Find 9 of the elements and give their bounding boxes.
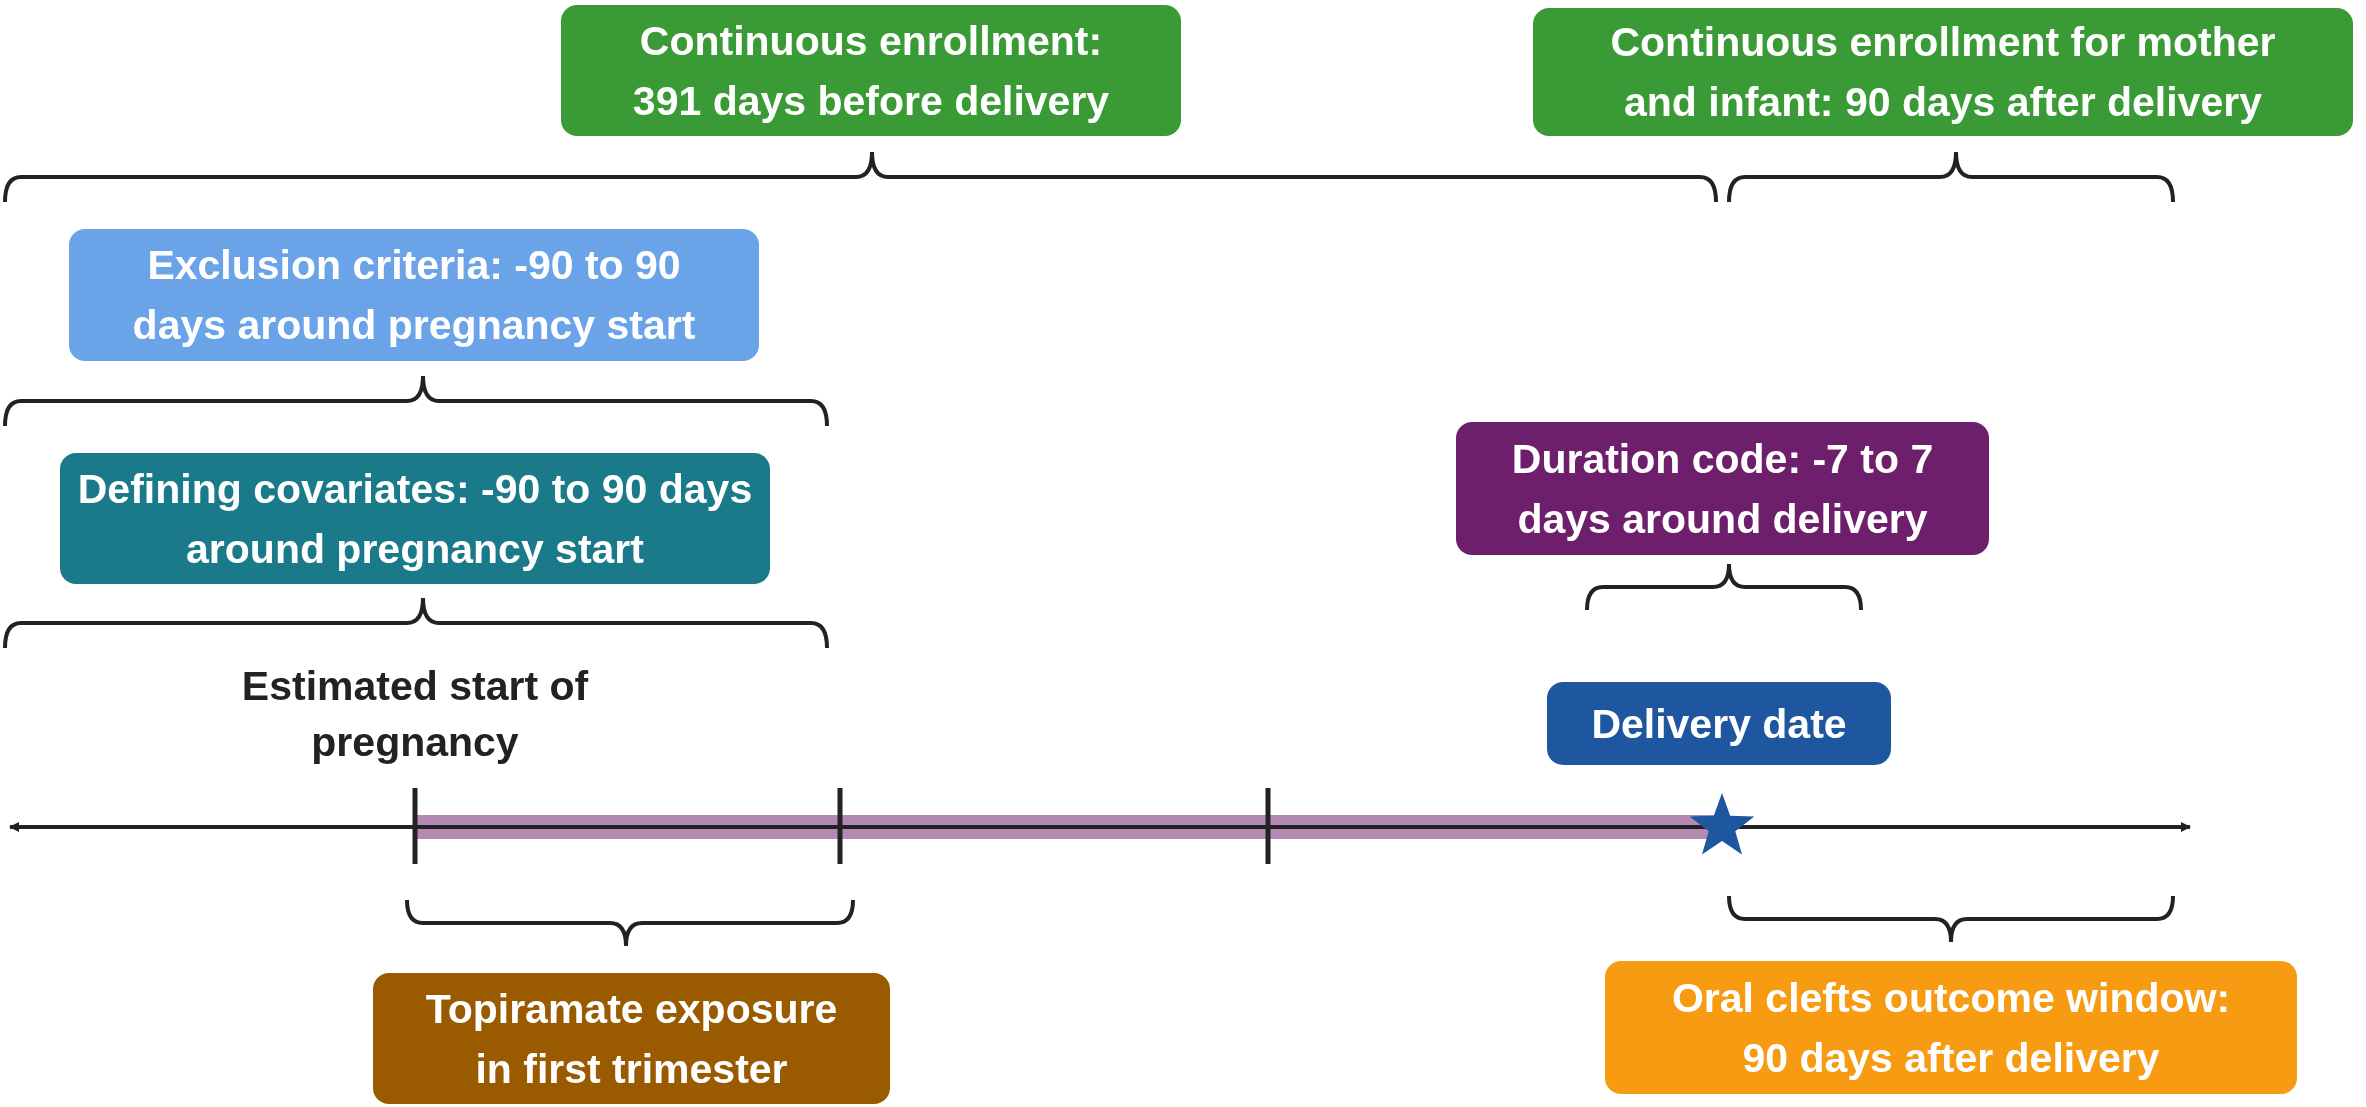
period-label-box: Delivery date xyxy=(1547,682,1891,765)
period-label-box: Continuous enrollment: 391 days before delivery xyxy=(561,5,1181,136)
timeline-point-label: Estimated start of pregnancy xyxy=(240,662,590,767)
period-label-box: Topiramate exposure in first trimester xyxy=(373,973,890,1104)
period-label-box: Defining covariates: -90 to 90 days around pregnancy start xyxy=(60,453,770,584)
period-label-box: Exclusion criteria: -90 to 90 days around pregnancy start xyxy=(69,229,759,361)
period-label-box: Duration code: -7 to 7 days around delivery xyxy=(1456,422,1989,555)
period-label-box: Continuous enrollment for mother and infant: 90 days after delivery xyxy=(1533,8,2353,136)
period-label-box: Oral clefts outcome window: 90 days after delivery xyxy=(1605,961,2297,1094)
